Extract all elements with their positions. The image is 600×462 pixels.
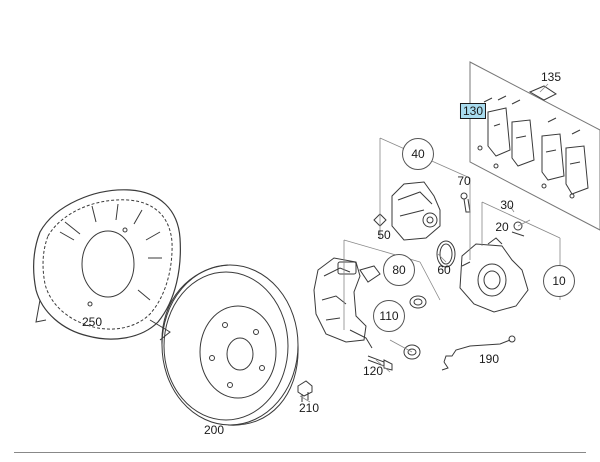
- part-label-200[interactable]: 200: [203, 423, 225, 437]
- part-label-10[interactable]: 10: [543, 265, 575, 297]
- caliper-body-drawing: [459, 192, 529, 313]
- part-label-110[interactable]: 110: [373, 300, 405, 332]
- part-label-80[interactable]: 80: [383, 254, 415, 286]
- part-label-70[interactable]: 70: [457, 174, 471, 188]
- carrier-bracket-drawing: [313, 257, 367, 343]
- bolt-210-drawing: [297, 380, 313, 402]
- caliper-housing-drawing: [373, 181, 456, 268]
- bottom-divider: [14, 452, 586, 453]
- part-label-30[interactable]: 30: [500, 198, 514, 212]
- part-label-60[interactable]: 60: [437, 263, 451, 277]
- wear-sensor-drawing: [441, 335, 516, 371]
- part-label-210[interactable]: 210: [298, 401, 320, 415]
- part-label-40[interactable]: 40: [402, 138, 434, 170]
- part-label-120[interactable]: 120: [362, 364, 384, 378]
- part-label-50[interactable]: 50: [377, 228, 391, 242]
- part-label-250[interactable]: 250: [81, 315, 103, 329]
- brake-disc-drawing: [161, 264, 299, 426]
- dust-shield-drawing: [33, 189, 181, 341]
- part-label-20[interactable]: 20: [495, 220, 509, 234]
- callout-leader-lines: [299, 83, 561, 403]
- brake-pads-drawing: [469, 61, 600, 231]
- part-label-190[interactable]: 190: [478, 352, 500, 366]
- part-label-135[interactable]: 135: [540, 70, 562, 84]
- part-label-130[interactable]: 130: [459, 103, 487, 119]
